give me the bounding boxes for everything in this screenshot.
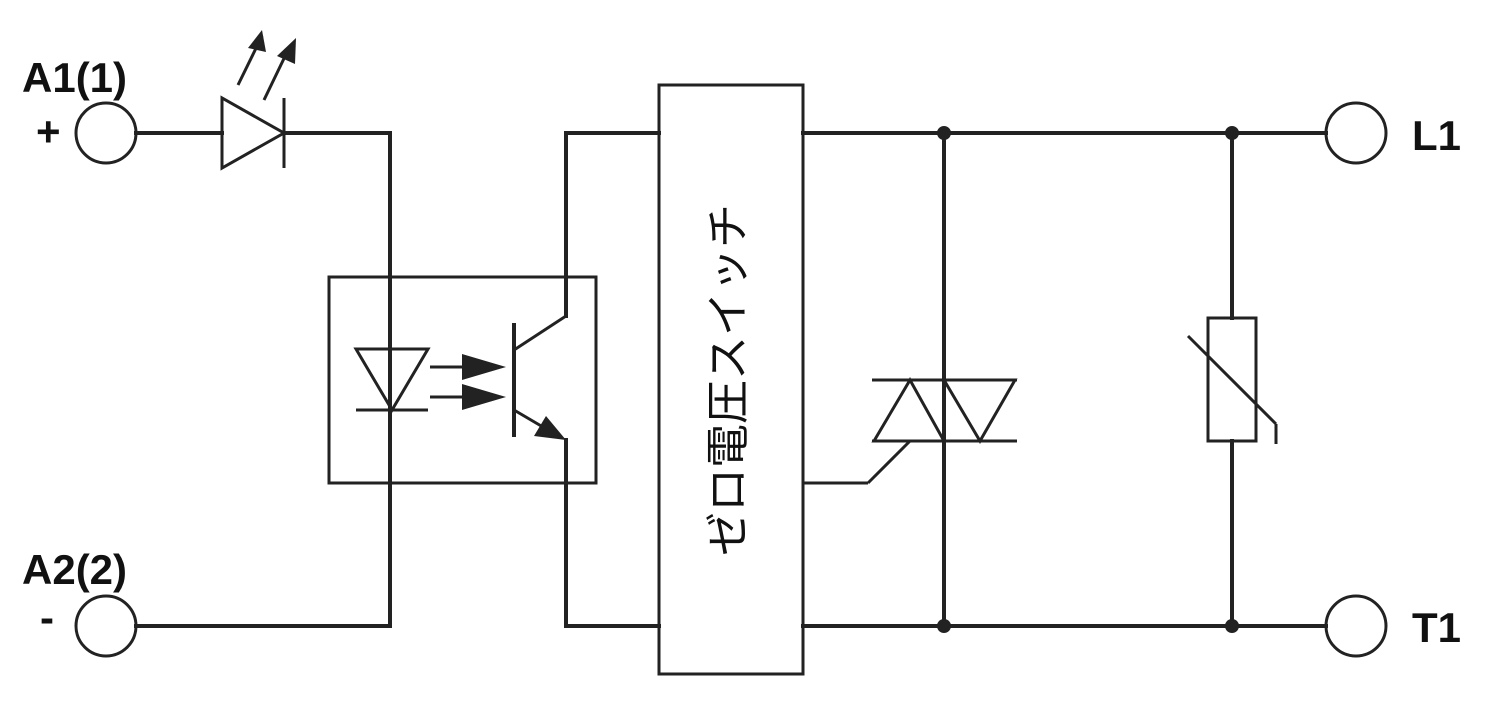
terminal-a1-polarity: + [36, 108, 61, 155]
optocoupler-box [327, 275, 598, 485]
phototransistor-icon [512, 314, 567, 440]
varistor-icon [1186, 316, 1278, 444]
input-top-wire [134, 131, 392, 628]
opto-output-wires [564, 131, 661, 628]
indicator-led-icon [220, 30, 296, 171]
terminal-t1-circle [1324, 594, 1388, 658]
opto-light-arrows-icon [430, 354, 506, 410]
terminal-l1-circle [1324, 101, 1388, 165]
junction-dot [937, 619, 951, 633]
terminal-a2-circle [74, 594, 138, 658]
terminal-a1-circle [74, 101, 138, 165]
terminal-a2-label: A2(2) [22, 546, 127, 593]
junction-dot [1225, 619, 1239, 633]
triac-icon [803, 376, 1018, 485]
terminal-t1-label: T1 [1412, 604, 1461, 651]
junction-dot [937, 126, 951, 140]
terminal-a1-label: A1(1) [22, 54, 127, 101]
zero-voltage-switch-label: ゼロ電圧スイッチ [703, 204, 754, 556]
zero-voltage-switch-box [657, 83, 805, 676]
terminal-l1-label: L1 [1412, 112, 1461, 159]
junction-dot [1225, 126, 1239, 140]
opto-led-icon [353, 347, 431, 413]
terminal-a2-polarity: - [40, 594, 54, 641]
